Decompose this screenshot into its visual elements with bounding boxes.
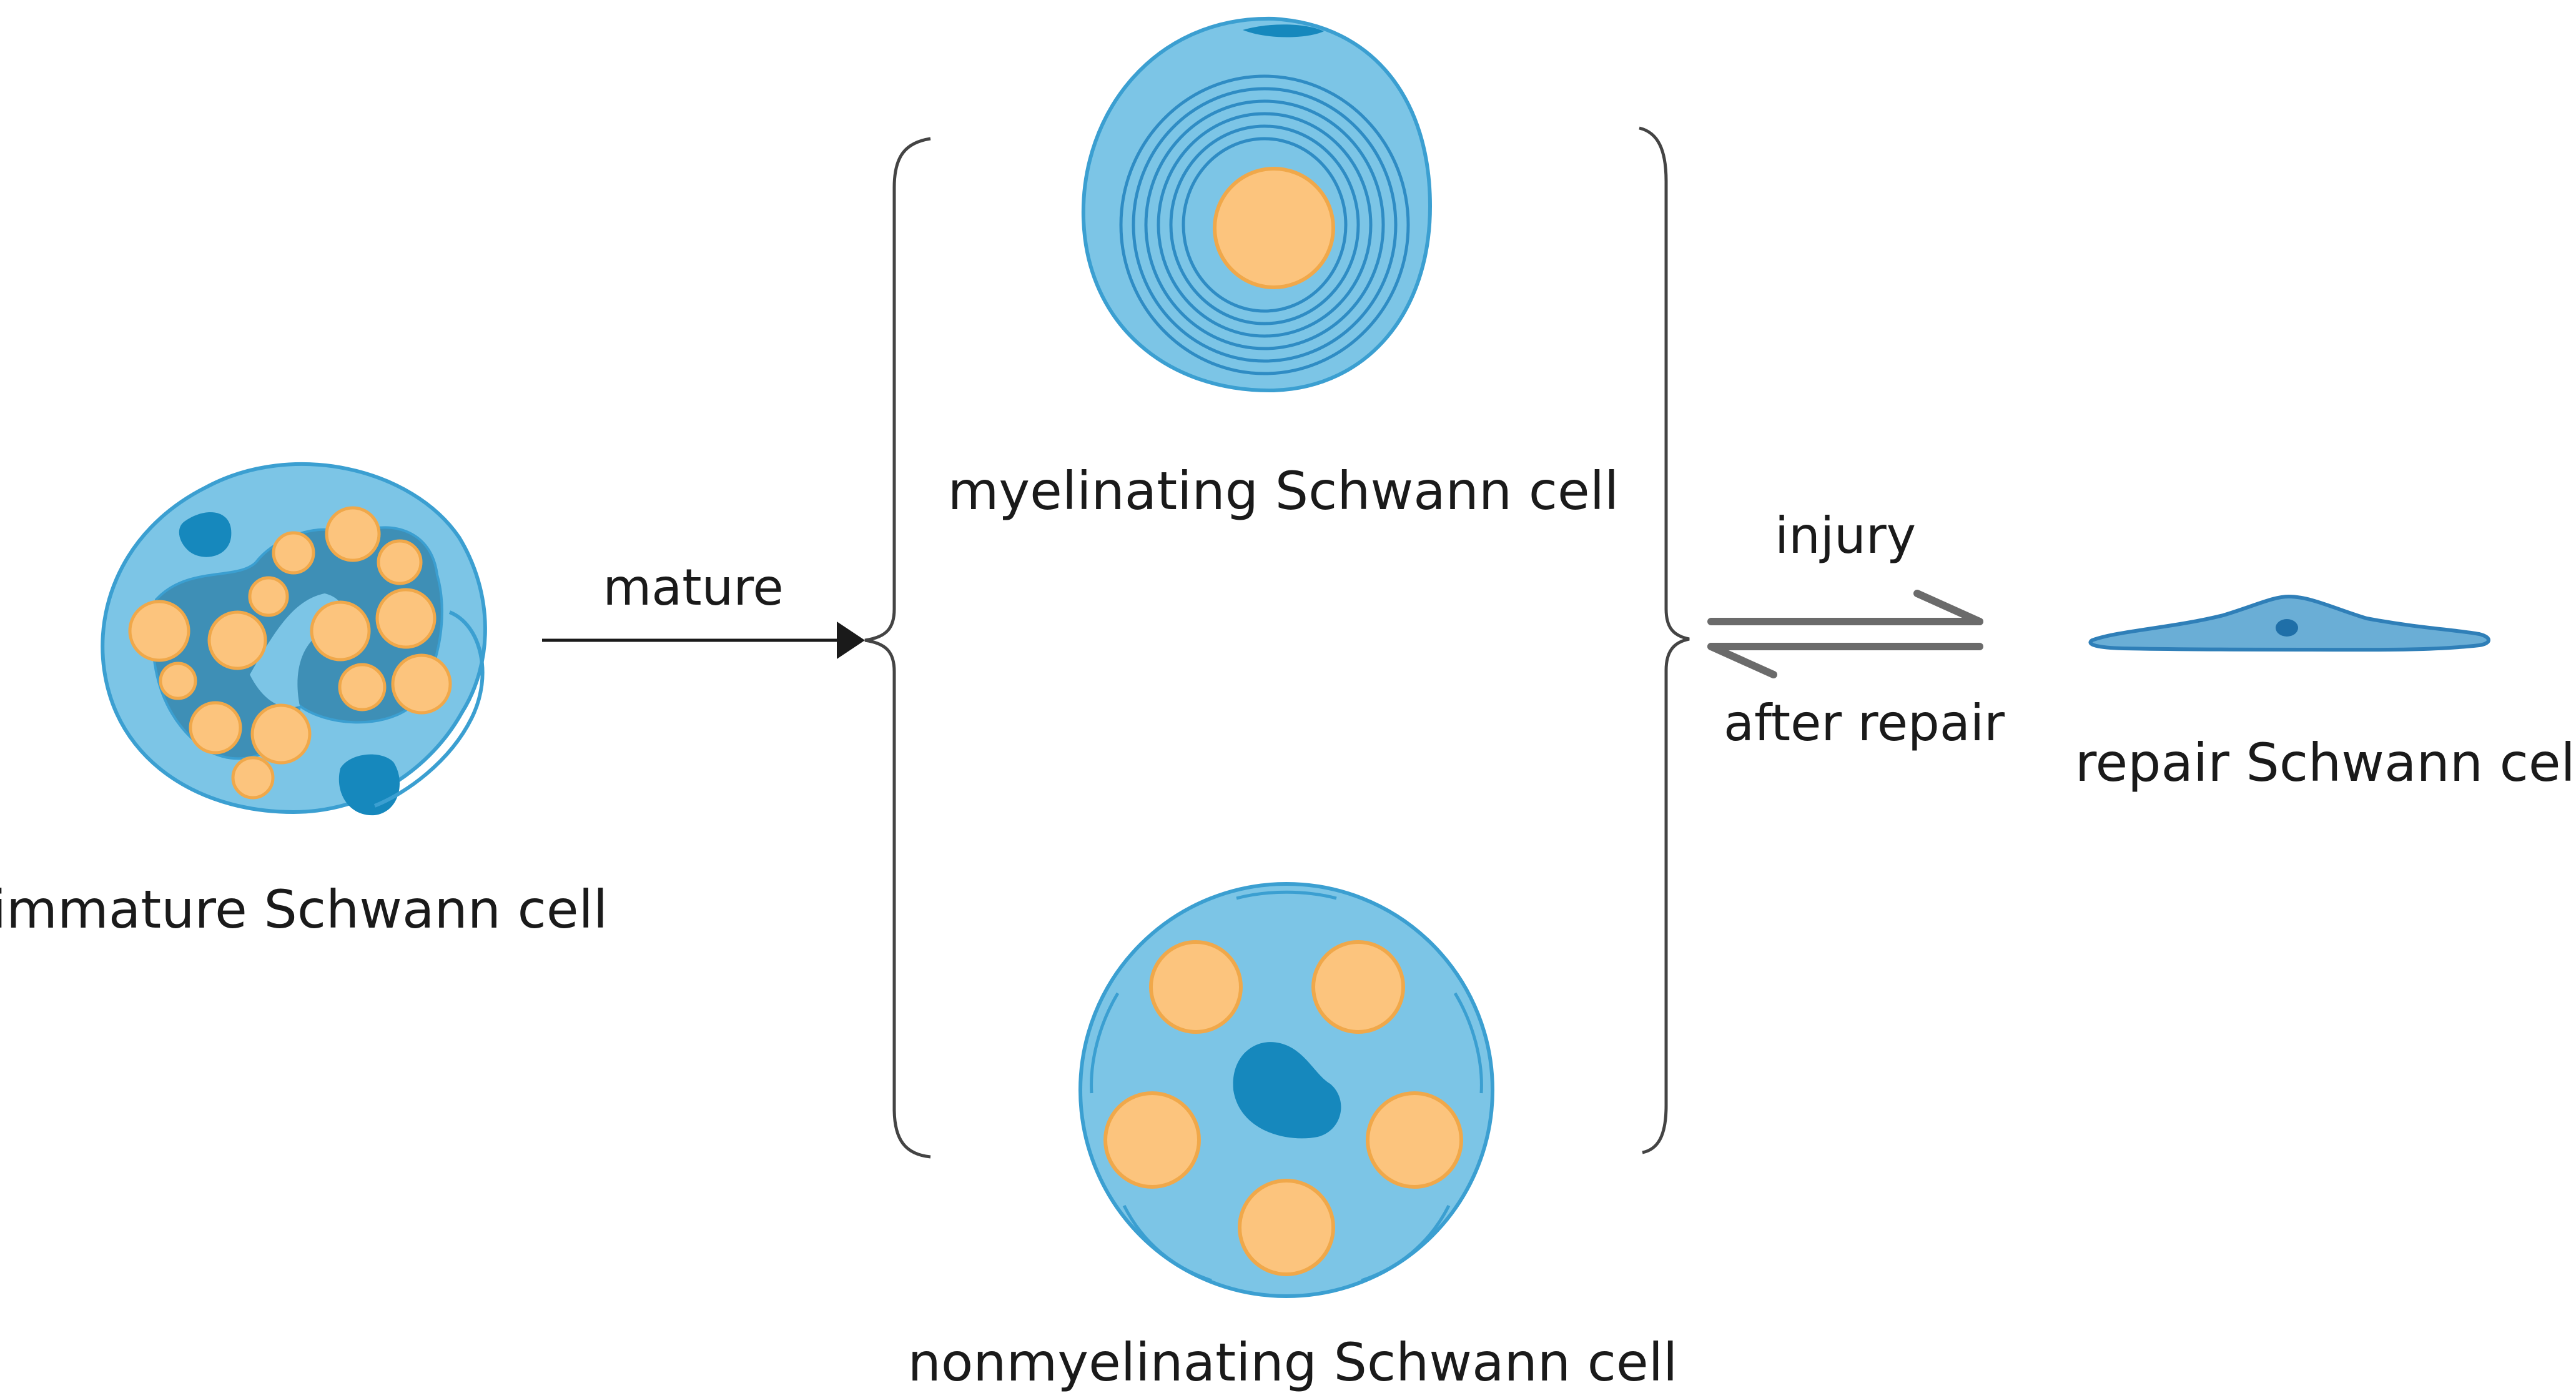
immature-schwann-cell — [101, 462, 487, 816]
injury-arrow — [1707, 590, 1983, 625]
immature-cell-label: immature Schwann cell — [0, 879, 608, 940]
injury-label: injury — [1775, 507, 1916, 565]
nonmyelinating-schwann-cell — [1078, 882, 1494, 1298]
immature-axons — [128, 506, 452, 800]
repair-schwann-cell — [2088, 594, 2490, 652]
myelin-outer-tongue — [1243, 24, 1324, 37]
after-repair-arrow — [1707, 643, 1983, 678]
right-brace — [1639, 126, 1690, 1154]
remak-nucleus — [1233, 1042, 1341, 1139]
myelinating-cell-label: myelinating Schwann cell — [948, 460, 1619, 522]
nonmyelinating-cell-label: nonmyelinating Schwann cell — [908, 1332, 1678, 1393]
myelin-lamellae — [1119, 74, 1410, 375]
mature-arrow — [542, 622, 865, 659]
repair-cell-nucleus — [2276, 619, 2298, 637]
myelinated-axon — [1213, 167, 1335, 289]
myelinating-schwann-cell — [1081, 16, 1433, 393]
mature-label: mature — [603, 558, 783, 617]
left-brace — [864, 137, 931, 1159]
repair-cell-label: repair Schwann cell — [2075, 732, 2576, 793]
remak-axons — [1103, 940, 1463, 1276]
immature-nucleus-large — [338, 754, 400, 816]
after-repair-label: after repair — [1724, 694, 2005, 752]
immature-cell-lip — [373, 610, 485, 808]
remak-cell-lips — [1090, 890, 1483, 1282]
immature-nucleus-small — [179, 512, 232, 557]
